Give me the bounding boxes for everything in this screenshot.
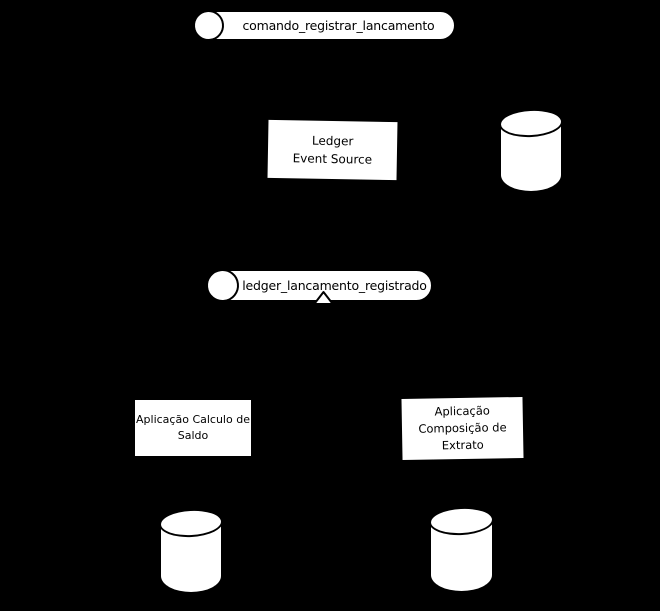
process-ledger-event-source: Ledger Event Source — [265, 117, 400, 183]
cylinder-end-cap-icon — [204, 267, 241, 304]
process-label-line: Aplicação — [434, 403, 490, 419]
process-label-line: Saldo — [177, 429, 209, 442]
cylinder-end-cap-icon — [191, 8, 226, 43]
process-label-line: Composição de — [418, 420, 507, 436]
queue-label: ledger_lancamento_registrado — [242, 278, 427, 293]
database-extrato-icon — [428, 505, 495, 593]
arrowhead-up-icon — [314, 291, 333, 304]
process-aplicacao-composicao-de-extrato: Aplicação Composição de Extrato — [399, 394, 526, 463]
process-aplicacao-calculo-de-saldo: Aplicação Calculo de Saldo — [133, 398, 253, 458]
process-label-line: Extrato — [441, 437, 484, 453]
process-label-line: Event Source — [292, 151, 373, 167]
queue-comando-registrar-lancamento: comando_registrar_lancamento — [191, 8, 456, 43]
database-saldo-icon — [158, 507, 224, 594]
process-label-line: Ledger — [311, 133, 354, 149]
database-event-store-icon — [498, 107, 564, 193]
queue-ledger-lancamento-registrado: ledger_lancamento_registrado — [204, 267, 433, 304]
process-label-line: Aplicação Calculo de — [136, 412, 250, 426]
queue-label: comando_registrar_lancamento — [242, 18, 435, 33]
